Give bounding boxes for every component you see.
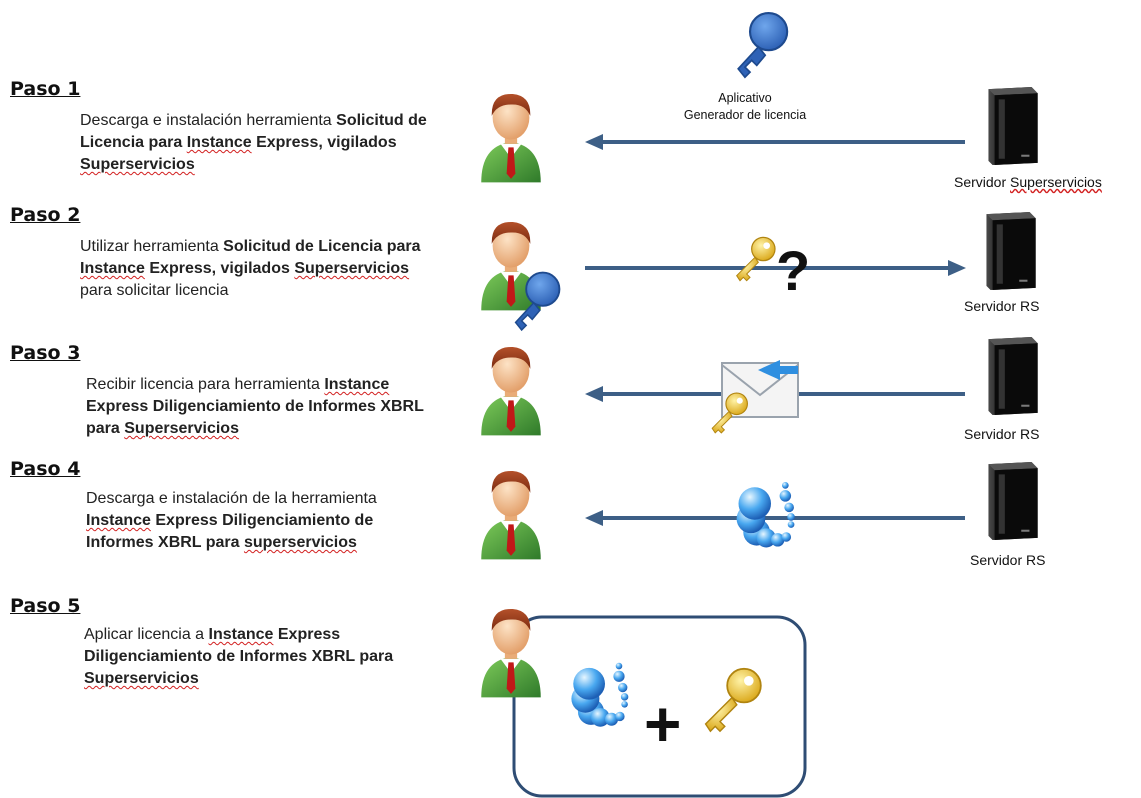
step-text-segment: Superservicios <box>80 156 195 173</box>
step-3-title: Paso 3 <box>10 342 81 364</box>
step-text-segment: Descarga e instalación de la herramienta <box>86 490 377 507</box>
question-mark: ? <box>776 239 810 302</box>
step-2-description: Utilizar herramienta Solicitud de Licenc… <box>80 236 430 302</box>
step-text-segment: Express Diligenciamiento de Informes XBR… <box>86 398 424 437</box>
step-text-segment: superservicios <box>243 534 357 551</box>
step-text-segment: Instance <box>80 260 145 277</box>
step-text-segment: Descarga e instalación herramienta <box>80 112 337 129</box>
server-label-rs: Servidor RS <box>964 298 1040 314</box>
step-text-segment: Instance <box>208 626 274 643</box>
blue-key-icon <box>736 11 789 79</box>
step-text-segment: Aplicar licencia a <box>84 626 209 643</box>
xbrl-worm-icon <box>736 482 795 548</box>
server-icon <box>988 337 1038 415</box>
step-3-description: Recibir licencia para herramienta Instan… <box>86 374 446 440</box>
step-text-segment: Solicitud de Licencia para <box>223 238 421 255</box>
step-text-segment: Superservicios <box>294 260 410 277</box>
gold-key-icon <box>736 236 776 282</box>
xbrl-worm-icon <box>571 662 629 727</box>
user-icon <box>481 93 541 183</box>
step-text-segment: Express Diligenciamiento de Informes XBR… <box>86 512 374 551</box>
step-5-title: Paso 5 <box>10 595 81 617</box>
step-4-title: Paso 4 <box>10 458 81 480</box>
server-label-text: Servidor Superservicios <box>954 174 1102 190</box>
arrow-left <box>585 134 965 150</box>
step-text-segment: para solicitar licencia <box>80 282 229 299</box>
server-icon <box>988 462 1038 540</box>
step-text-segment: Solicitud de Licencia para <box>80 112 427 151</box>
step-text-segment: Instance <box>86 512 151 529</box>
user-icon <box>481 608 541 698</box>
gold-key-icon <box>711 392 748 434</box>
generator-label-line2: Generador de licencia <box>683 108 807 122</box>
step-4-description: Descarga e instalación de la herramienta… <box>86 488 406 554</box>
arrow-left <box>585 510 965 526</box>
step-text-segment: Superservicios <box>124 420 239 437</box>
server-label-rs: Servidor RS <box>970 552 1046 568</box>
gold-key-icon <box>704 667 762 733</box>
generator-label: Aplicativo Generador de licencia <box>660 90 830 124</box>
step-text-segment: Express Diligenciamiento de Informes XBR… <box>84 626 394 665</box>
step-text-segment: Recibir licencia para herramienta <box>86 376 325 393</box>
step-text-segment: Utilizar herramienta <box>80 238 224 255</box>
server-icon <box>988 87 1038 165</box>
step-text-segment: Express, vigilados <box>251 134 397 151</box>
server-label-superservicios: Servidor Superservicios <box>954 174 1102 190</box>
step-text-segment: Express, vigilados <box>144 260 295 277</box>
step-2-title: Paso 2 <box>10 204 81 226</box>
user-icon <box>481 470 541 560</box>
server-icon <box>986 212 1036 290</box>
generator-label-line1: Aplicativo <box>718 91 772 105</box>
step-1-description: Descarga e instalación herramienta Solic… <box>80 110 440 176</box>
step-text-segment: Superservicios <box>84 670 199 687</box>
plus-sign: + <box>644 688 681 760</box>
step-text-segment: Instance <box>324 376 390 393</box>
step-5-description: Aplicar licencia a Instance Express Dili… <box>84 624 414 690</box>
user-icon <box>481 346 541 436</box>
arrow-right <box>585 260 966 276</box>
step-1-title: Paso 1 <box>10 78 81 100</box>
step-text-segment: Instance <box>186 134 252 151</box>
server-label-rs: Servidor RS <box>964 426 1040 442</box>
license-application-box <box>512 615 807 798</box>
